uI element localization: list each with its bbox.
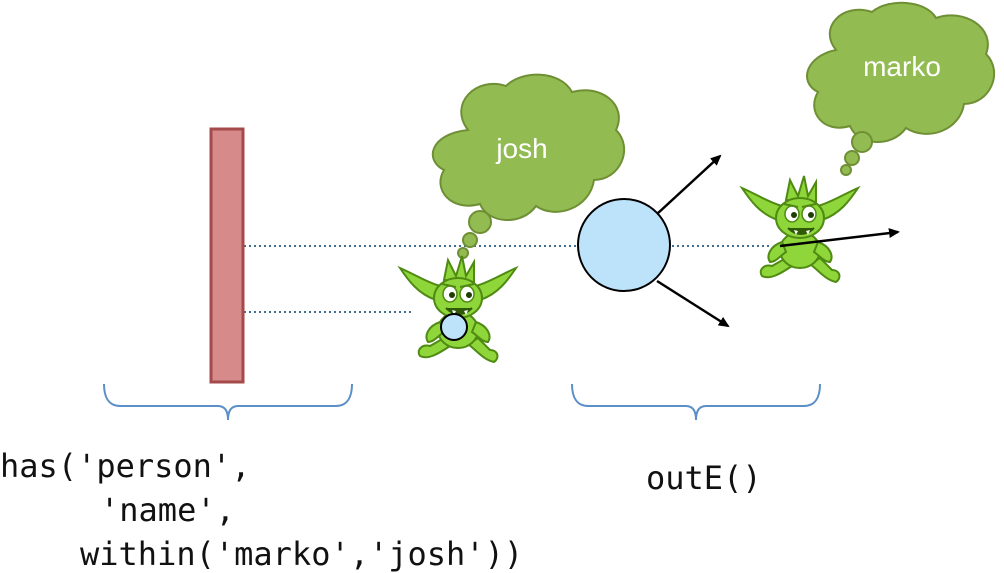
thought-label-marko: marko [863, 51, 941, 82]
filter-bar [209, 127, 245, 384]
map-step-brace [571, 383, 821, 421]
traverser-object [440, 313, 468, 341]
thought-cloud-icon-josh: josh [431, 73, 626, 259]
goblin-traverser-icon-right [741, 175, 859, 283]
goblin-traverser-icon-left [399, 255, 517, 363]
thought-label-josh: josh [495, 133, 547, 164]
edge-arrow-down [656, 279, 730, 328]
thought-cloud-icon-marko: marko [806, 1, 996, 176]
vertex-circle [577, 198, 671, 292]
map-step-label: outE() [646, 459, 762, 497]
filter-step-line-1: has('person', [0, 447, 250, 485]
edge-arrow-right [779, 228, 900, 248]
filter-step-line-2: 'name', [100, 491, 235, 529]
filter-step-brace [103, 383, 353, 421]
edge-arrow-up [656, 154, 722, 215]
filter-step-line-3: within('marko','josh')) [80, 535, 523, 573]
